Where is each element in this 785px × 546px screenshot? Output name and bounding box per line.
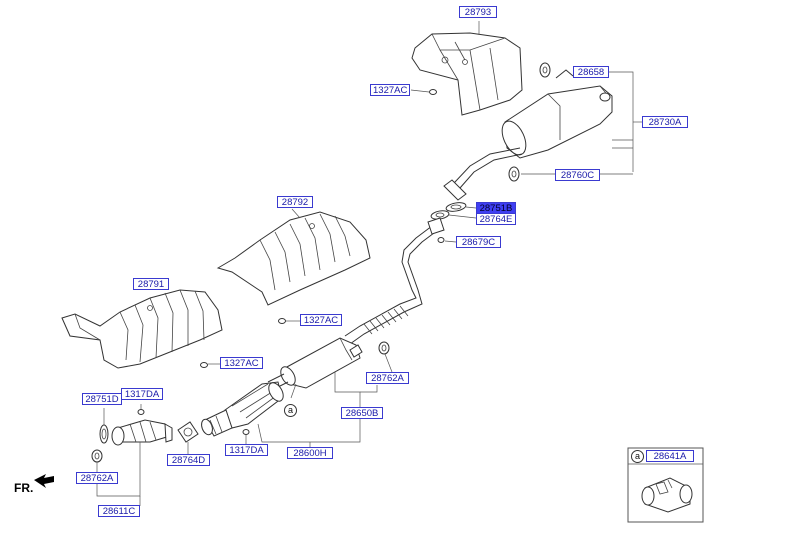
rear-muffler-28730A	[443, 85, 613, 201]
bolt-1327AC-mid	[278, 318, 300, 324]
part-label-28730A[interactable]: 28730A	[642, 116, 688, 128]
bolt-1317DA-bottom	[242, 429, 250, 435]
part-label-28658[interactable]: 28658	[573, 66, 609, 78]
part-label-28764E[interactable]: 28764E	[476, 213, 516, 225]
part-label-1317DA-top[interactable]: 1317DA	[121, 388, 163, 400]
bolt-1327AC-left	[200, 362, 220, 368]
bolt-28679C	[437, 237, 457, 243]
part-label-28760C[interactable]: 28760C	[555, 169, 600, 181]
part-label-28762A-right[interactable]: 28762A	[366, 372, 409, 384]
hanger-28762A-left	[91, 449, 103, 472]
part-label-28793[interactable]: 28793	[459, 6, 497, 18]
reference-marker-a-main: a	[284, 404, 297, 417]
catalytic-converter-28600H	[201, 381, 284, 437]
center-pipe-28650B	[267, 217, 445, 391]
heat-shield-28792	[216, 211, 371, 306]
part-label-1327AC-top[interactable]: 1327AC	[370, 84, 410, 96]
part-label-28641A[interactable]: 28641A	[646, 450, 694, 462]
part-label-28764D[interactable]: 28764D	[167, 454, 210, 466]
bolt-1327AC-top	[410, 89, 437, 95]
front-pipe-28611C	[111, 419, 173, 446]
hanger-28760C	[508, 166, 520, 182]
part-label-28792[interactable]: 28792	[277, 196, 313, 208]
heat-shield-28793	[411, 32, 523, 116]
heat-shield-28791	[61, 289, 223, 369]
hanger-28658	[539, 62, 574, 79]
gasket-28751B	[445, 202, 477, 212]
part-label-28751D[interactable]: 28751D	[82, 393, 122, 405]
front-direction-label: FR.	[14, 481, 34, 495]
part-label-28679C[interactable]: 28679C	[456, 236, 501, 248]
front-arrow-icon	[34, 474, 54, 488]
gasket-28751D	[99, 408, 109, 444]
part-label-28762A-left[interactable]: 28762A	[76, 472, 118, 484]
part-label-28791[interactable]: 28791	[133, 278, 169, 290]
reference-marker-a-inset: a	[631, 450, 644, 463]
part-label-28650B[interactable]: 28650B	[341, 407, 383, 419]
part-label-1327AC-left[interactable]: 1327AC	[220, 357, 263, 369]
part-label-28600H[interactable]: 28600H	[287, 447, 333, 459]
hanger-28762A-right	[378, 341, 393, 373]
bolt-1317DA-top	[137, 404, 145, 415]
part-label-1327AC-mid[interactable]: 1327AC	[300, 314, 342, 326]
part-label-1317DA-bottom[interactable]: 1317DA	[225, 444, 268, 456]
gasket-28764D	[177, 421, 199, 454]
part-label-28611C[interactable]: 28611C	[98, 505, 140, 517]
